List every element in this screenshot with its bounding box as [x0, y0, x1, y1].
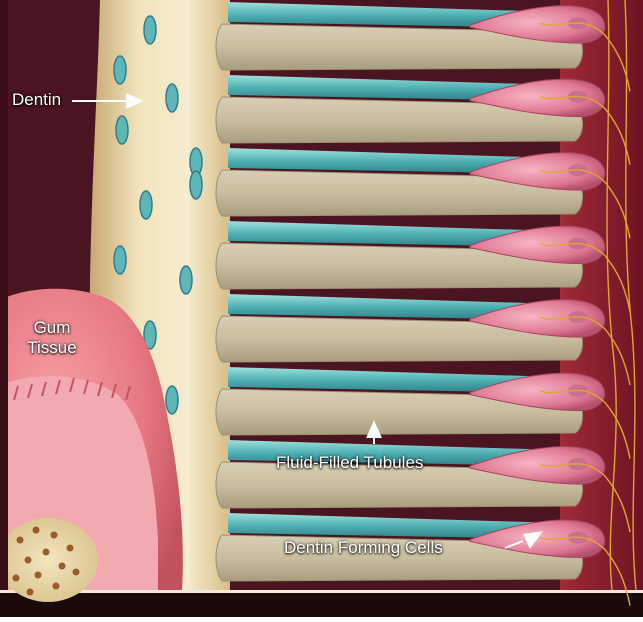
dentin-label: Dentin	[12, 90, 61, 110]
fluid-filled-tubules-label: Fluid-Filled Tubules	[276, 453, 423, 473]
bone-pore	[73, 569, 80, 576]
bottom-border	[0, 590, 643, 617]
left-dark-margin	[0, 0, 8, 590]
dentin-pore	[144, 16, 156, 44]
bone-pore	[27, 589, 34, 596]
bone-section	[0, 518, 98, 602]
bone-pore	[67, 545, 74, 552]
bone-pore	[33, 527, 40, 534]
dentin-pore	[116, 116, 128, 144]
gum-label-line1: Gum	[22, 318, 82, 338]
dentin-pore	[190, 171, 202, 199]
dentin-pore	[166, 84, 178, 112]
bone-pore	[43, 549, 50, 556]
bone-pore	[35, 572, 42, 579]
dentin-pore	[140, 191, 152, 219]
bone-pore	[53, 583, 60, 590]
bone-pore	[51, 532, 58, 539]
gum-label-line2: Tissue	[22, 338, 82, 358]
gum-tissue-label: Gum Tissue	[22, 318, 82, 358]
dentin-forming-cells-label: Dentin Forming Cells	[284, 538, 443, 558]
dentin-pore	[166, 386, 178, 414]
bone-pore	[13, 575, 20, 582]
dentin-pore	[114, 246, 126, 274]
bone-pore	[17, 537, 24, 544]
dentin-pore	[180, 266, 192, 294]
dentin-pore	[114, 56, 126, 84]
bone-pore	[59, 563, 66, 570]
bottom-border-highlight	[0, 590, 643, 593]
bone-pore	[25, 557, 32, 564]
